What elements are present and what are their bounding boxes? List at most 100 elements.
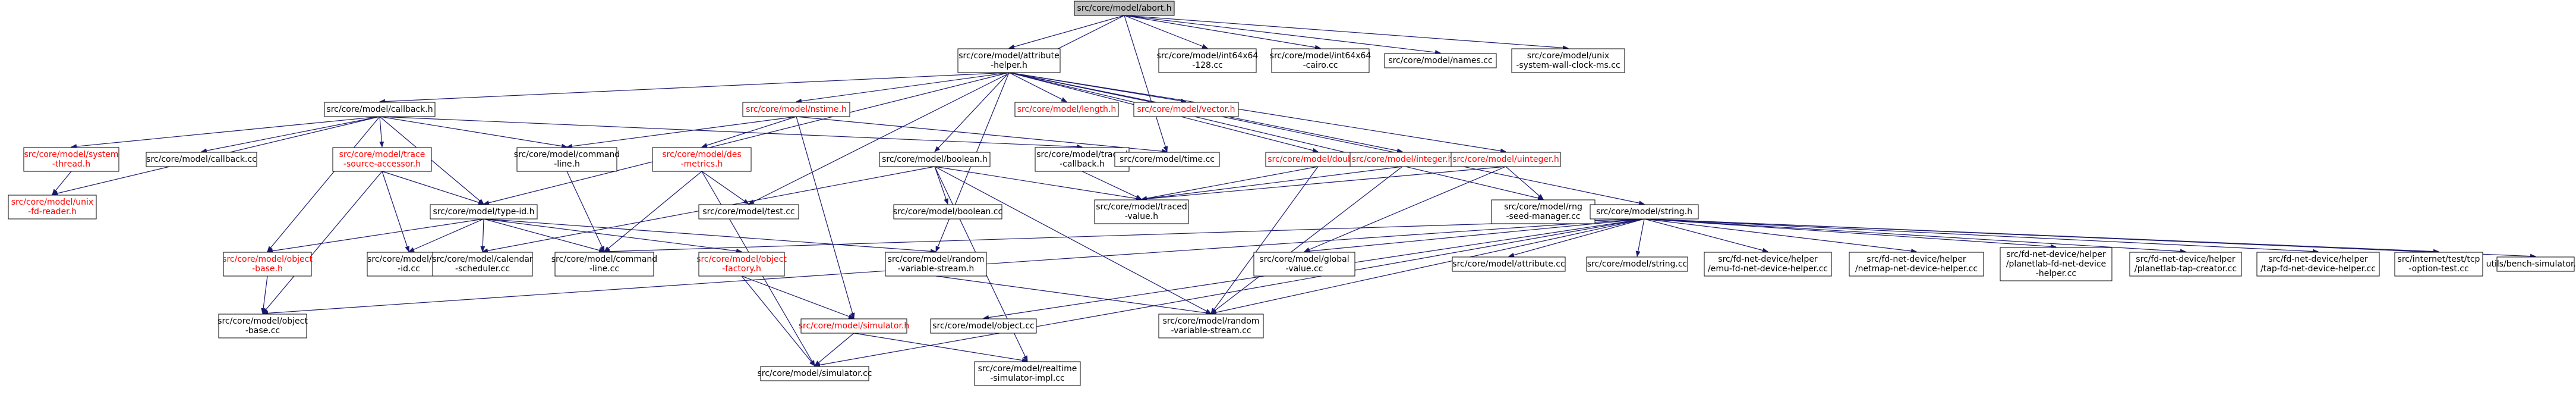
node-realtime-sim-impl[interactable]: src/core/model/realtime-simulator-impl.c… xyxy=(974,361,1081,386)
edge-string_h-to-tap_fd xyxy=(1644,218,2319,254)
node-label: src/core/model/simulator.h xyxy=(799,321,910,331)
node-random-variable-stream-cc[interactable]: src/core/model/random-variable-stream.cc xyxy=(1158,314,1264,339)
node-names-cc[interactable]: src/core/model/names.cc xyxy=(1384,53,1497,68)
node-object-base-cc[interactable]: src/core/model/object-base.cc xyxy=(217,314,308,339)
node-box xyxy=(879,152,991,167)
node-box xyxy=(1158,48,1257,73)
node-rng-seed-manager[interactable]: src/core/model/rng-seed-manager.cc xyxy=(1491,199,1596,224)
node-boolean-h[interactable]: src/core/model/boolean.h xyxy=(879,152,991,167)
node-tap-fd[interactable]: src/fd-net-device/helper/tap-fd-net-devi… xyxy=(2256,252,2380,277)
node-label: src/core/model/unix xyxy=(1527,51,1609,61)
edge-type_id_h-to-random_variable_stream_h xyxy=(483,218,937,254)
edge-callback_h-to-callback_cc xyxy=(201,116,380,153)
node-int64x64-cairo[interactable]: src/core/model/int64x64-cairo.cc xyxy=(1270,48,1371,73)
node-box xyxy=(1849,252,1984,277)
node-box xyxy=(893,204,1002,220)
edge-double_h-to-traced_value xyxy=(1141,166,1319,201)
edge-string_h-to-string_cc xyxy=(1635,218,1645,257)
node-simulator-h[interactable]: src/core/model/simulator.h xyxy=(799,318,910,334)
edge-nstime_h-to-time_cc xyxy=(796,116,1168,154)
node-string-h[interactable]: src/core/model/string.h xyxy=(1590,204,1699,220)
node-callback-h[interactable]: src/core/model/callback.h xyxy=(324,102,436,117)
node-string-cc[interactable]: src/core/model/string.cc xyxy=(1586,256,1688,272)
node-box xyxy=(1590,204,1699,220)
node-box xyxy=(1491,199,1596,224)
node-object-base-h[interactable]: src/core/model/object-base.h xyxy=(222,252,313,277)
node-calendar-scheduler[interactable]: src/core/model/calendar-scheduler.cc xyxy=(432,252,533,277)
node-label: src/core/model/int64x64 xyxy=(1270,51,1371,61)
edge-double_h-to-random_variable_stream_cc xyxy=(1210,166,1319,314)
edge-attribute_helper-to-boolean_h xyxy=(934,72,1010,152)
node-traced-callback[interactable]: src/core/model/traced-callback.h xyxy=(1035,147,1130,172)
node-type-id-h[interactable]: src/core/model/type-id.h xyxy=(430,204,538,220)
node-label: -source-accessor.h xyxy=(343,159,421,169)
node-box xyxy=(324,102,436,117)
node-label: -helper.cc xyxy=(2036,269,2076,278)
node-label: /netmap-net-device-helper.cc xyxy=(1855,264,1978,274)
node-attribute-helper[interactable]: src/core/model/attribute-helper.h xyxy=(957,48,1061,73)
node-uinteger-h[interactable]: src/core/model/uinteger.h xyxy=(1451,152,1561,167)
node-unix-fd-reader[interactable]: src/core/model/unix-fd-reader.h xyxy=(8,195,97,220)
node-nstime-h[interactable]: src/core/model/nstime.h xyxy=(742,102,850,117)
node-global-value[interactable]: src/core/model/global-value.cc xyxy=(1253,252,1355,277)
edge-uinteger_h-to-global_value xyxy=(1304,166,1506,252)
node-int64x64-128[interactable]: src/core/model/int64x64-128.cc xyxy=(1157,48,1259,73)
node-label: src/core/model/rng xyxy=(1504,202,1582,212)
node-command-line-h[interactable]: src/core/model/command-line.h xyxy=(514,147,620,172)
node-box xyxy=(2394,252,2483,277)
node-box xyxy=(760,366,869,381)
node-netmap-fd[interactable]: src/fd-net-device/helper/netmap-net-devi… xyxy=(1849,252,1984,277)
node-object-cc[interactable]: src/core/model/object.cc xyxy=(930,318,1037,334)
node-label: -line.h xyxy=(554,159,580,169)
node-label: -fd-reader.h xyxy=(28,207,77,217)
node-vector-h[interactable]: src/core/model/vector.h xyxy=(1133,102,1239,117)
node-command-line-cc[interactable]: src/core/model/command-line.cc xyxy=(551,252,657,277)
node-random-variable-stream-h[interactable]: src/core/model/random-variable-stream.h xyxy=(885,252,987,277)
node-label: -value.cc xyxy=(1286,264,1323,274)
edge-string_h-to-planetlab_fd xyxy=(1644,218,2057,249)
node-tcp-option-test[interactable]: src/internet/test/tcp-option-test.cc xyxy=(2394,252,2483,277)
edge-random_variable_stream_h-to-random_variable_stream_cc xyxy=(935,275,1212,315)
node-box xyxy=(1114,152,1220,167)
node-planetlab-tap[interactable]: src/fd-net-device/helper/planetlab-tap-c… xyxy=(2129,252,2242,277)
edge-type_id_h-to-command_line_cc xyxy=(483,218,605,253)
node-length-h[interactable]: src/core/model/length.h xyxy=(1014,102,1119,117)
node-des-metrics[interactable]: src/core/model/des-metrics.h xyxy=(652,147,752,172)
node-system-thread[interactable]: src/core/model/system-thread.h xyxy=(23,147,119,172)
node-time-cc[interactable]: src/core/model/time.cc xyxy=(1114,152,1220,167)
node-label: -simulator-impl.cc xyxy=(990,374,1064,383)
node-integer-h[interactable]: src/core/model/integer.h xyxy=(1350,152,1455,167)
node-emu-fd[interactable]: src/fd-net-device/helper/emu-fd-net-devi… xyxy=(1704,252,1832,277)
node-test-cc[interactable]: src/core/model/test.cc xyxy=(698,204,799,220)
node-abort[interactable]: src/core/model/abort.h xyxy=(1074,1,1175,16)
node-label: src/core/model/abort.h xyxy=(1077,4,1171,13)
node-label: src/core/model/string.h xyxy=(1596,207,1692,217)
node-label: src/core/model/nstime.h xyxy=(746,105,847,114)
node-box xyxy=(957,48,1061,73)
node-attribute-cc[interactable]: src/core/model/attribute.cc xyxy=(1452,256,1566,272)
node-box xyxy=(1133,102,1239,117)
node-box xyxy=(223,252,312,277)
node-simulator-cc[interactable]: src/core/model/simulator.cc xyxy=(757,366,872,381)
node-boolean-cc[interactable]: src/core/model/boolean.cc xyxy=(893,204,1002,220)
node-label: src/core/model/type-id.h xyxy=(433,207,535,217)
node-bench-simulator[interactable]: utils/bench-simulator.cc xyxy=(2486,256,2576,272)
node-label: -base.h xyxy=(252,264,283,274)
edge-string_h-to-bench_simulator xyxy=(1644,218,2536,259)
node-object-factory[interactable]: src/core/model/object-factory.h xyxy=(696,252,787,277)
edge-type_id_h-to-object_factory xyxy=(483,218,742,253)
edge-abort-to-test_cc xyxy=(748,15,1125,205)
node-label: src/core/model/double.h xyxy=(1267,155,1369,164)
node-label: src/core/model/random xyxy=(888,255,985,264)
node-callback-cc[interactable]: src/core/model/callback.cc xyxy=(146,152,257,167)
node-trace-source-accessor[interactable]: src/core/model/trace-source-accessor.h xyxy=(332,147,432,172)
node-unix-wall-clock[interactable]: src/core/model/unix-system-wall-clock-ms… xyxy=(1511,48,1625,73)
node-label: src/core/model/type xyxy=(367,255,450,264)
node-label: -helper.h xyxy=(991,61,1027,70)
node-label: src/internet/test/tcp xyxy=(2398,255,2480,264)
node-planetlab-fd[interactable]: src/fd-net-device/helper/planetlab-fd-ne… xyxy=(2000,247,2112,281)
node-label: src/core/model/attribute.cc xyxy=(1452,259,1565,269)
node-label: src/core/model/boolean.h xyxy=(882,155,988,164)
edge-type_id_h-to-type_id_cc xyxy=(408,218,484,252)
node-traced-value[interactable]: src/core/model/traced-value.h xyxy=(1094,199,1189,224)
